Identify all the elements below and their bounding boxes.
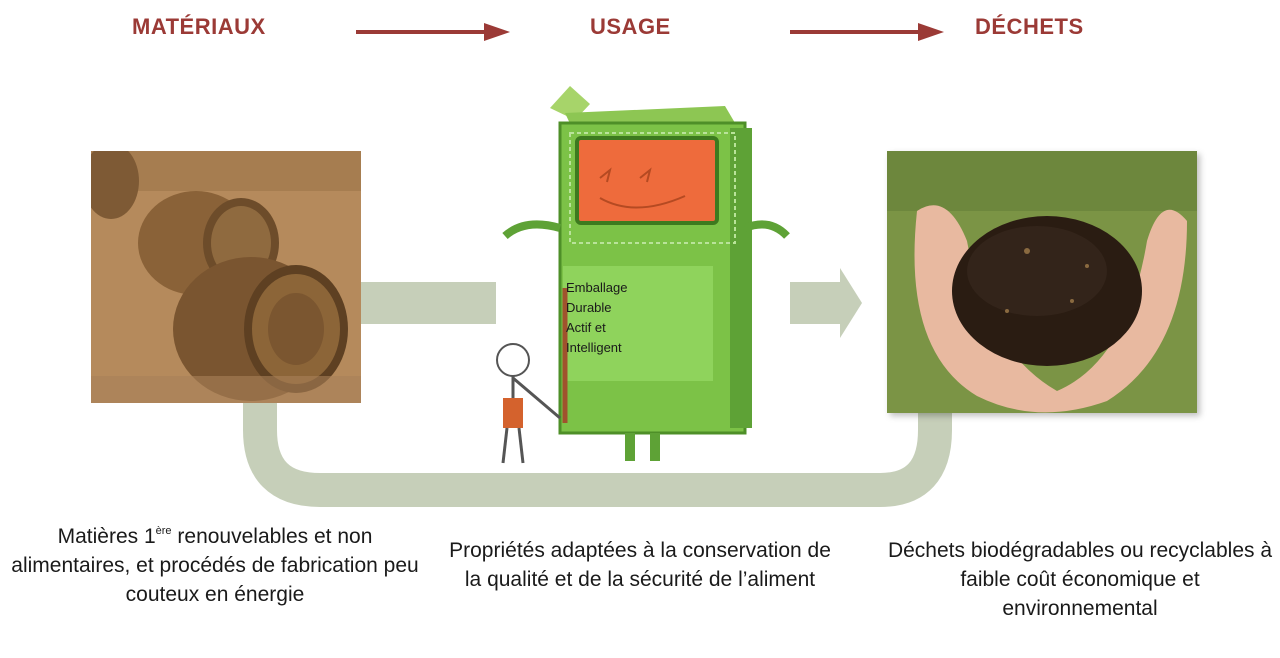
header-waste: DÉCHETS	[975, 14, 1084, 39]
packaging-label-line-3: Actif et	[566, 320, 606, 335]
loop-connector-right	[790, 282, 840, 324]
caption-waste: Déchets biodégradables ou recyclables à …	[887, 539, 1273, 620]
loop-return-path	[243, 398, 952, 507]
compost-in-hands-image	[887, 151, 1197, 413]
packaging-label-line-1: Emballage	[566, 280, 628, 295]
caption-materials-sup: ère	[155, 525, 172, 537]
loop-arrowhead-right	[840, 268, 862, 338]
arrow-materials-to-usage	[356, 23, 510, 41]
packaging-label: Emballage Durable Actif et Intelligent	[566, 278, 716, 358]
loop-connector-left	[361, 282, 496, 324]
hay-bales-image	[91, 151, 361, 403]
caption-materials-post: renouvelables et non alimentaires, et pr…	[11, 525, 419, 606]
caption-materials: Matières 1ère renouvelables et non alime…	[0, 522, 430, 609]
header-usage: USAGE	[590, 14, 671, 39]
packaging-label-line-2: Durable	[566, 300, 612, 315]
arrow-usage-to-waste	[790, 23, 944, 41]
header-materials: MATÉRIAUX	[132, 14, 266, 39]
packaging-label-line-4: Intelligent	[566, 340, 622, 355]
caption-materials-pre: Matières 1	[57, 525, 156, 548]
packaging-mascot-illustration	[496, 86, 790, 464]
caption-usage: Propriétés adaptées à la conservation de…	[449, 539, 831, 591]
